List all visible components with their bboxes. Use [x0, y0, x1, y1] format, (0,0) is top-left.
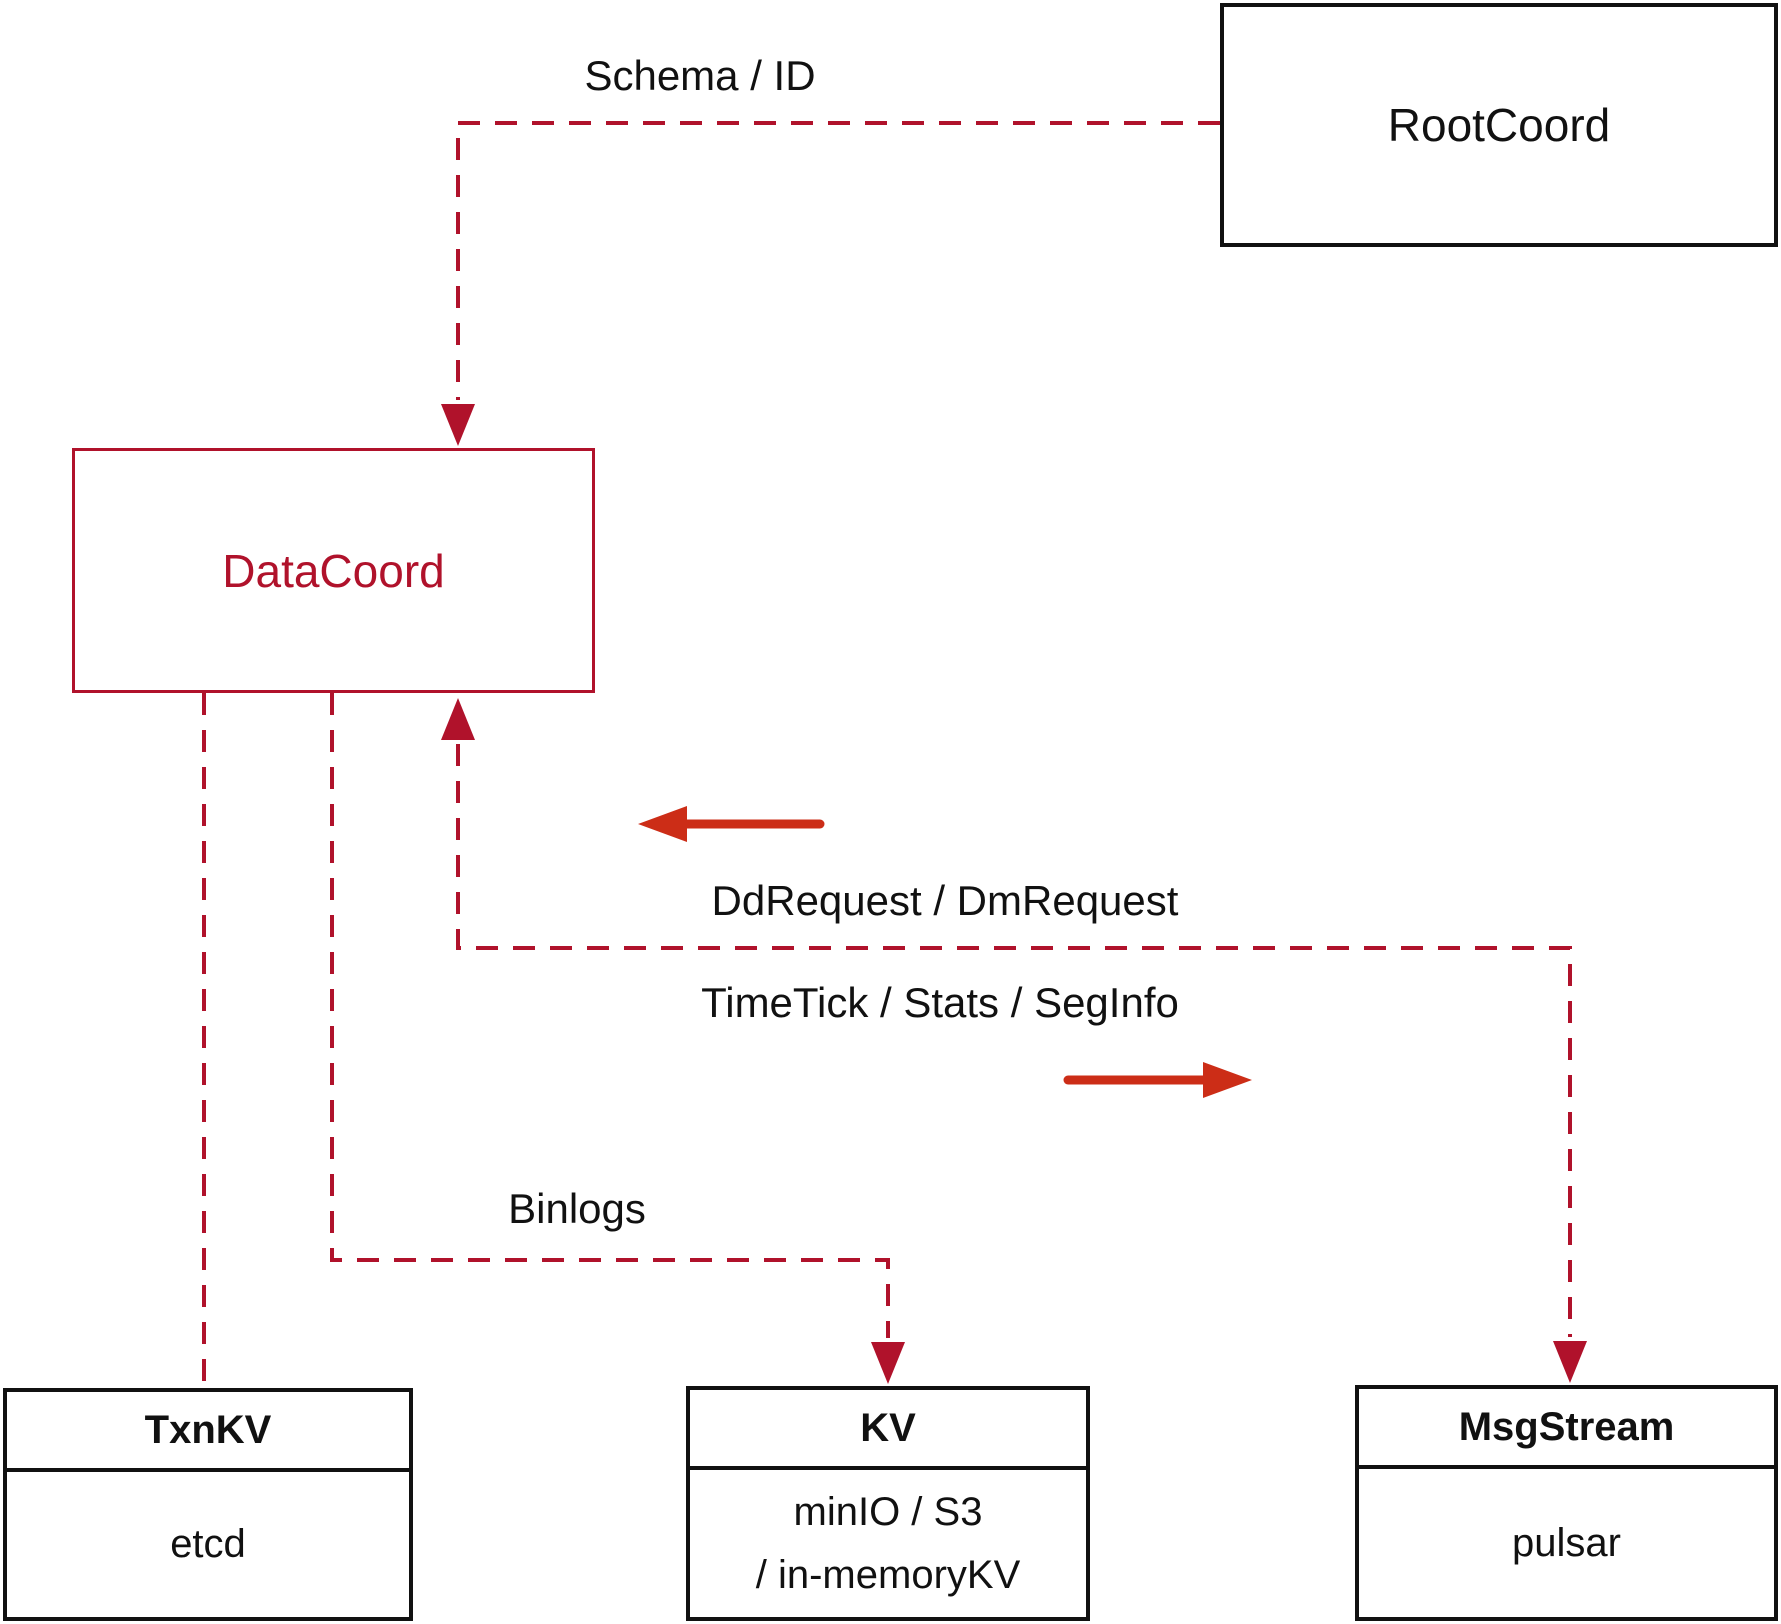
node-kv: KV minIO / S3 / in-memoryKV — [686, 1386, 1090, 1621]
edge-ddrequest-arrowhead-icon — [441, 698, 475, 740]
node-txnkv-title: TxnKV — [7, 1392, 409, 1472]
node-kv-body: minIO / S3 / in-memoryKV — [690, 1470, 1086, 1617]
node-datacoord: DataCoord — [72, 448, 595, 693]
edge-ddrequest-msgstream-line — [456, 744, 1572, 1337]
left-direction-arrow-icon — [638, 806, 687, 842]
edge-label-ddrequest-dmrequest: DdRequest / DmRequest — [711, 877, 1179, 924]
node-kv-body-line1: minIO / S3 — [793, 1489, 983, 1534]
edge-label-timetick-stats-seginfo: TimeTick / Stats / SegInfo — [701, 979, 1179, 1026]
node-msgstream-body: pulsar — [1359, 1469, 1774, 1617]
node-txnkv-body-text: etcd — [170, 1522, 246, 1566]
node-datacoord-label: DataCoord — [222, 544, 445, 597]
edge-msgstream-arrowhead-icon — [1553, 1341, 1587, 1383]
node-msgstream-title: MsgStream — [1359, 1389, 1774, 1469]
edge-schema-id-line — [456, 121, 1220, 400]
node-rootcoord: RootCoord — [1220, 3, 1778, 247]
node-msgstream: MsgStream pulsar — [1355, 1385, 1778, 1621]
edge-schema-id-arrowhead-icon — [441, 404, 475, 446]
right-direction-arrow-icon — [1203, 1062, 1252, 1098]
edge-label-binlogs: Binlogs — [508, 1185, 646, 1232]
node-txnkv-body: etcd — [7, 1472, 409, 1617]
node-txnkv: TxnKV etcd — [3, 1388, 413, 1621]
node-kv-title: KV — [690, 1390, 1086, 1470]
edge-binlogs-line — [330, 693, 890, 1338]
node-kv-body-line2: / in-memoryKV — [755, 1552, 1021, 1597]
node-rootcoord-label: RootCoord — [1387, 99, 1611, 151]
edge-label-schema-id: Schema / ID — [584, 52, 816, 99]
edge-binlogs-arrowhead-icon — [871, 1342, 905, 1384]
node-msgstream-body-text: pulsar — [1512, 1520, 1621, 1565]
